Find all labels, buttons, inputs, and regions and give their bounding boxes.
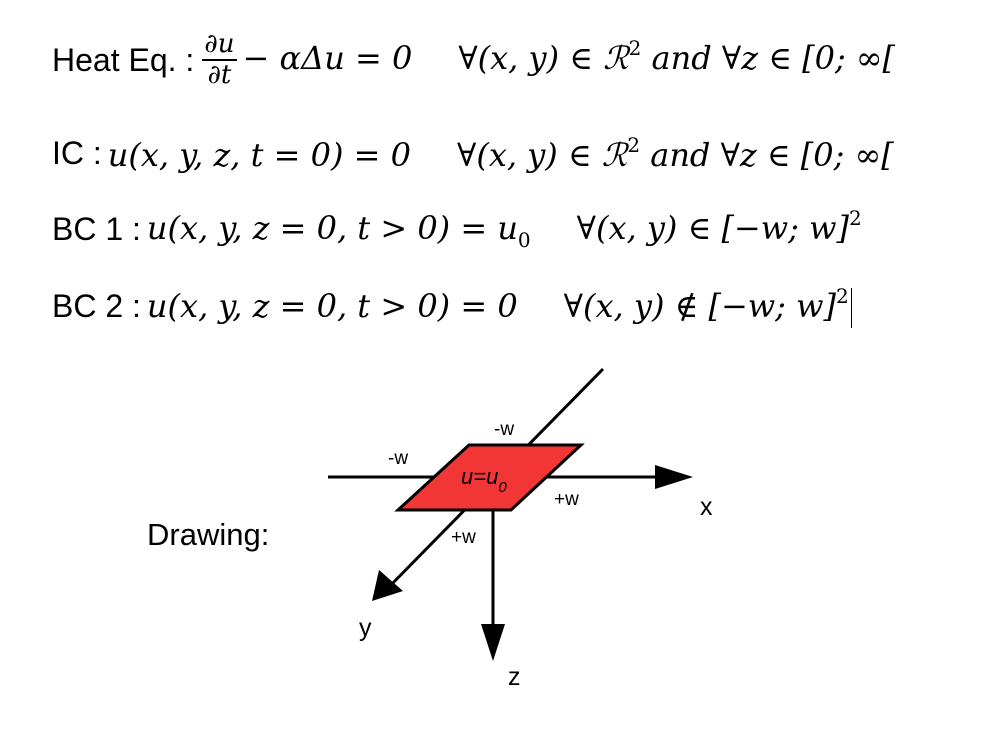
boundary-condition-1-math: u(x, y, z = 0, t > 0) = u0 ∀(x, y) ∈ [−w;… — [147, 206, 862, 252]
initial-condition-label: IC : — [52, 134, 102, 171]
ic-domain-exponent: 2 — [627, 132, 641, 157]
heat-equation-label: Heat Eq. : — [52, 41, 195, 78]
heat-domain-pre: ∀(x, y) ∈ — [458, 38, 604, 77]
heat-equation-line: Heat Eq. : ∂u ∂t − αΔu = 0 ∀(x, y) ∈ ℛ2 a… — [52, 30, 895, 90]
boundary-condition-1-line: BC 1 : u(x, y, z = 0, t > 0) = u0 ∀(x, y)… — [52, 199, 862, 259]
heat-domain-set: ℛ — [603, 38, 629, 77]
bc2-body: u(x, y, z = 0, t > 0) = 0 — [146, 286, 518, 325]
y-minus-w-label: -w — [494, 419, 514, 440]
ic-domain-post: and ∀z ∈ [0; ∞[ — [640, 135, 894, 174]
boundary-condition-2-label: BC 2 : — [52, 287, 141, 324]
boundary-condition-1-label: BC 1 : — [52, 210, 141, 247]
drawing-label: Drawing: — [147, 517, 270, 552]
ic-domain-pre: ∀(x, y) ∈ — [457, 135, 602, 174]
z-axis-label: z — [508, 663, 521, 691]
x-minus-w-label: -w — [388, 448, 408, 469]
z-axis-arrowhead — [481, 624, 505, 661]
fraction-numerator: ∂u — [202, 30, 237, 61]
bc2-domain-exponent: 2 — [835, 283, 849, 308]
bc1-domain-exponent: 2 — [848, 206, 862, 230]
partial-derivative-fraction: ∂u ∂t — [202, 30, 237, 90]
heated-plate — [394, 443, 585, 512]
bc1-domain: ∀(x, y) ∈ [−w; w] — [576, 209, 849, 247]
y-plus-w-label: +w — [451, 527, 476, 548]
x-axis-label: x — [700, 493, 713, 521]
x-plus-w-label: +w — [554, 489, 579, 510]
heat-equation-body: − αΔu = 0 — [242, 38, 413, 77]
y-axis-arrowhead — [372, 570, 403, 601]
plate-label: u=u0 — [461, 464, 507, 496]
initial-condition-line: IC : u(x, y, z, t = 0) = 0 ∀(x, y) ∈ ℛ2 a… — [52, 123, 894, 183]
x-axis-arrowhead — [655, 465, 693, 489]
boundary-condition-2-math: u(x, y, z = 0, t > 0) = 0 ∀(x, y) ∉ [−w; … — [146, 283, 853, 329]
initial-condition-math: u(x, y, z, t = 0) = 0 ∀(x, y) ∈ ℛ2 and ∀z… — [108, 133, 894, 174]
heat-domain-exponent: 2 — [628, 35, 642, 60]
heat-equation-math: ∂u ∂t − αΔu = 0 ∀(x, y) ∈ ℛ2 and ∀z ∈ [0;… — [200, 30, 896, 90]
boundary-condition-2-line: BC 2 : u(x, y, z = 0, t > 0) = 0 ∀(x, y) … — [52, 276, 853, 336]
bc1-body: u(x, y, z = 0, t > 0) = u — [146, 209, 518, 247]
bc2-domain: ∀(x, y) ∉ [−w; w] — [563, 286, 836, 325]
ic-domain-set: ℛ — [601, 135, 628, 174]
initial-condition-body: u(x, y, z, t = 0) = 0 — [107, 135, 412, 174]
heat-domain-post: and ∀z ∈ [0; ∞[ — [641, 38, 896, 77]
bc1-body-subscript: 0 — [517, 228, 531, 252]
fraction-denominator: ∂t — [207, 60, 232, 90]
text-cursor — [850, 288, 853, 329]
y-axis-label: y — [359, 614, 372, 642]
